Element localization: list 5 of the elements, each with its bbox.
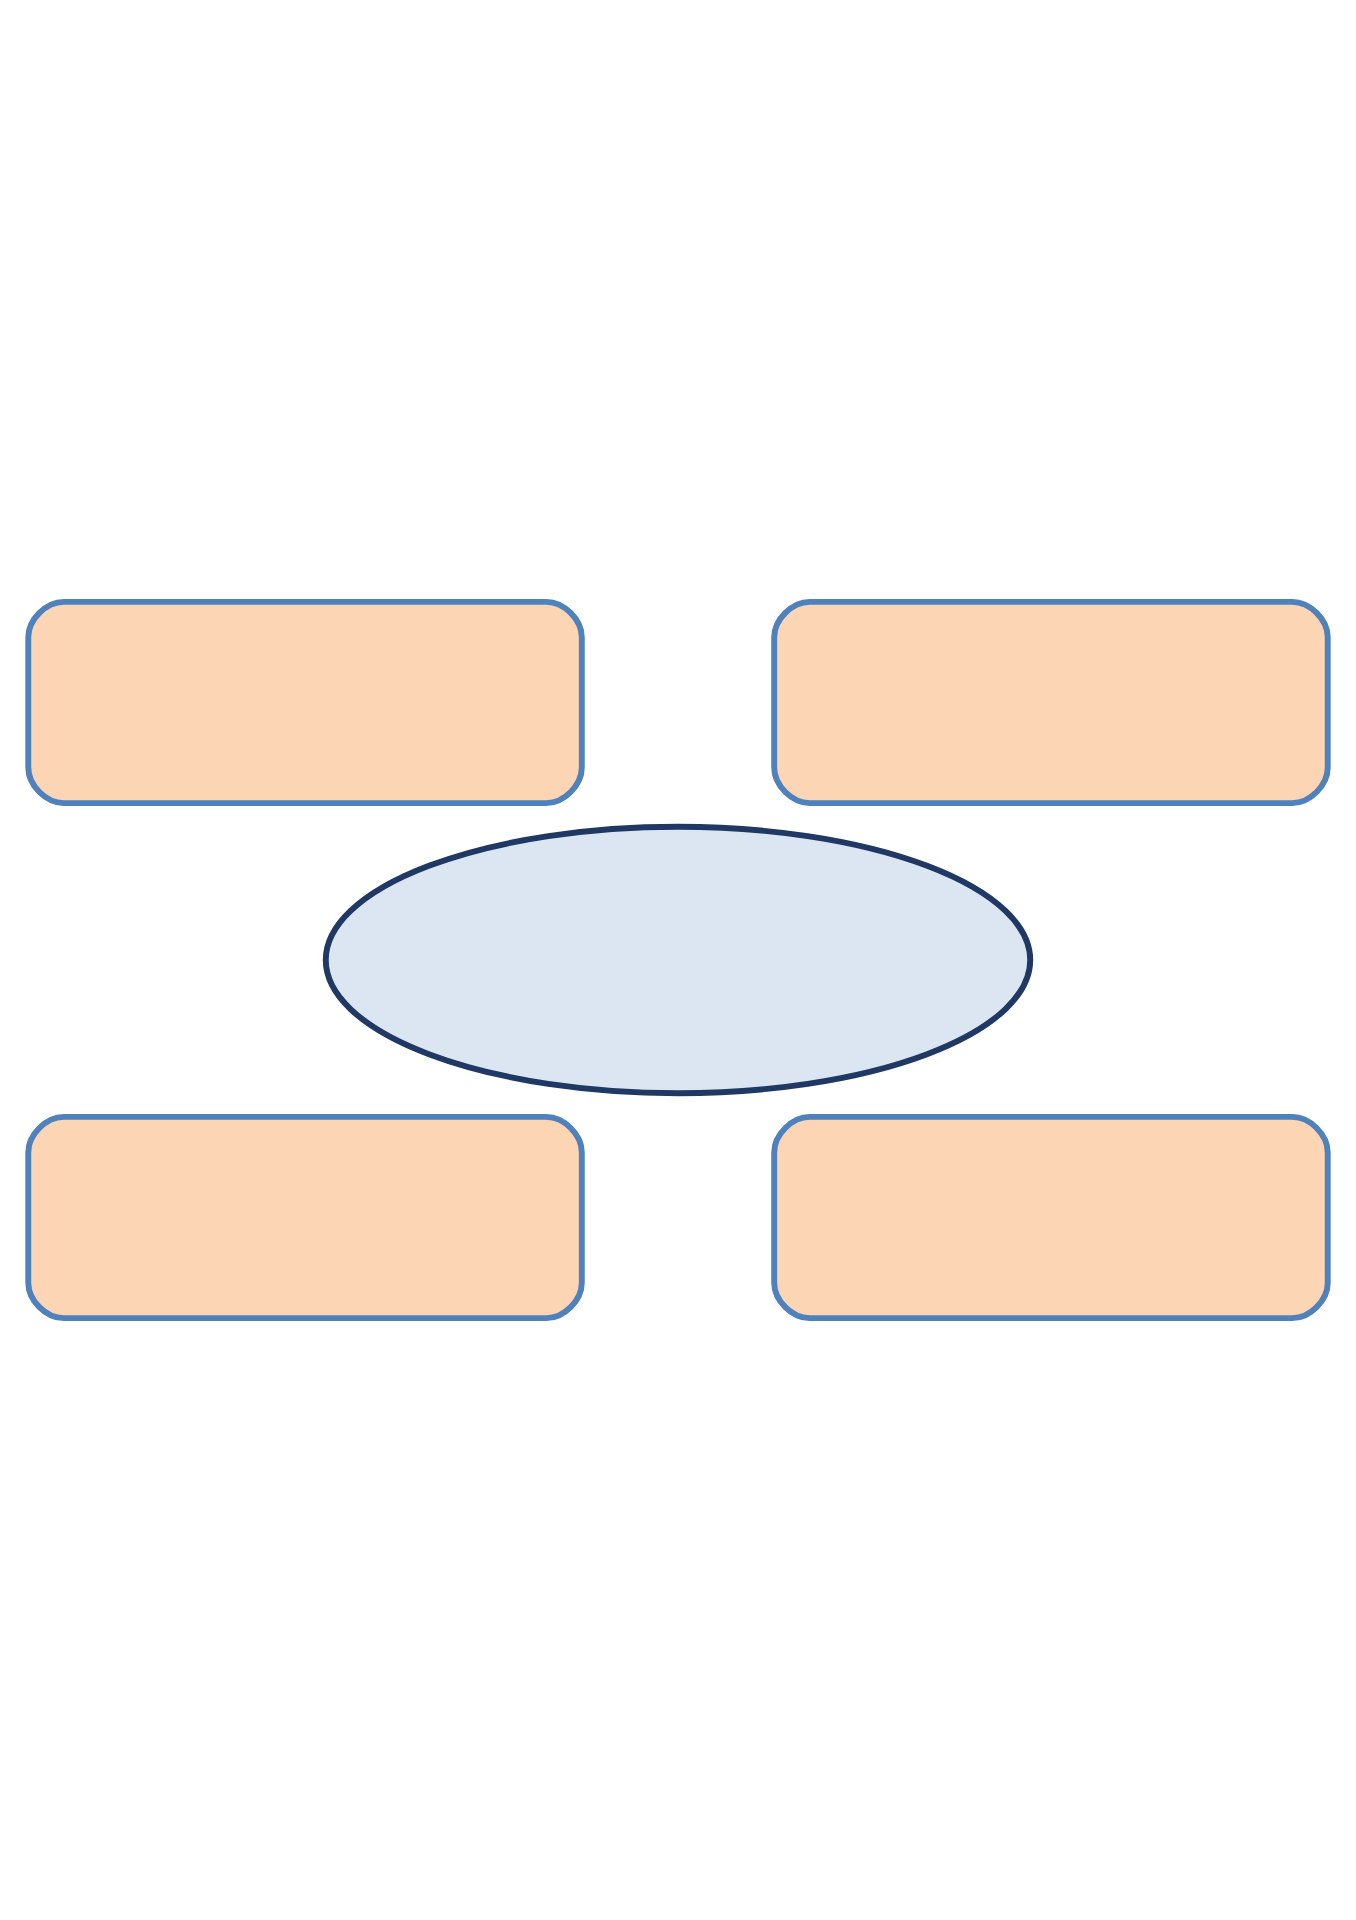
node-box xyxy=(771,598,1331,807)
node-ellipse xyxy=(322,823,1034,1097)
node-box xyxy=(25,1113,585,1322)
node-box xyxy=(771,1113,1331,1322)
node-box xyxy=(25,598,585,807)
